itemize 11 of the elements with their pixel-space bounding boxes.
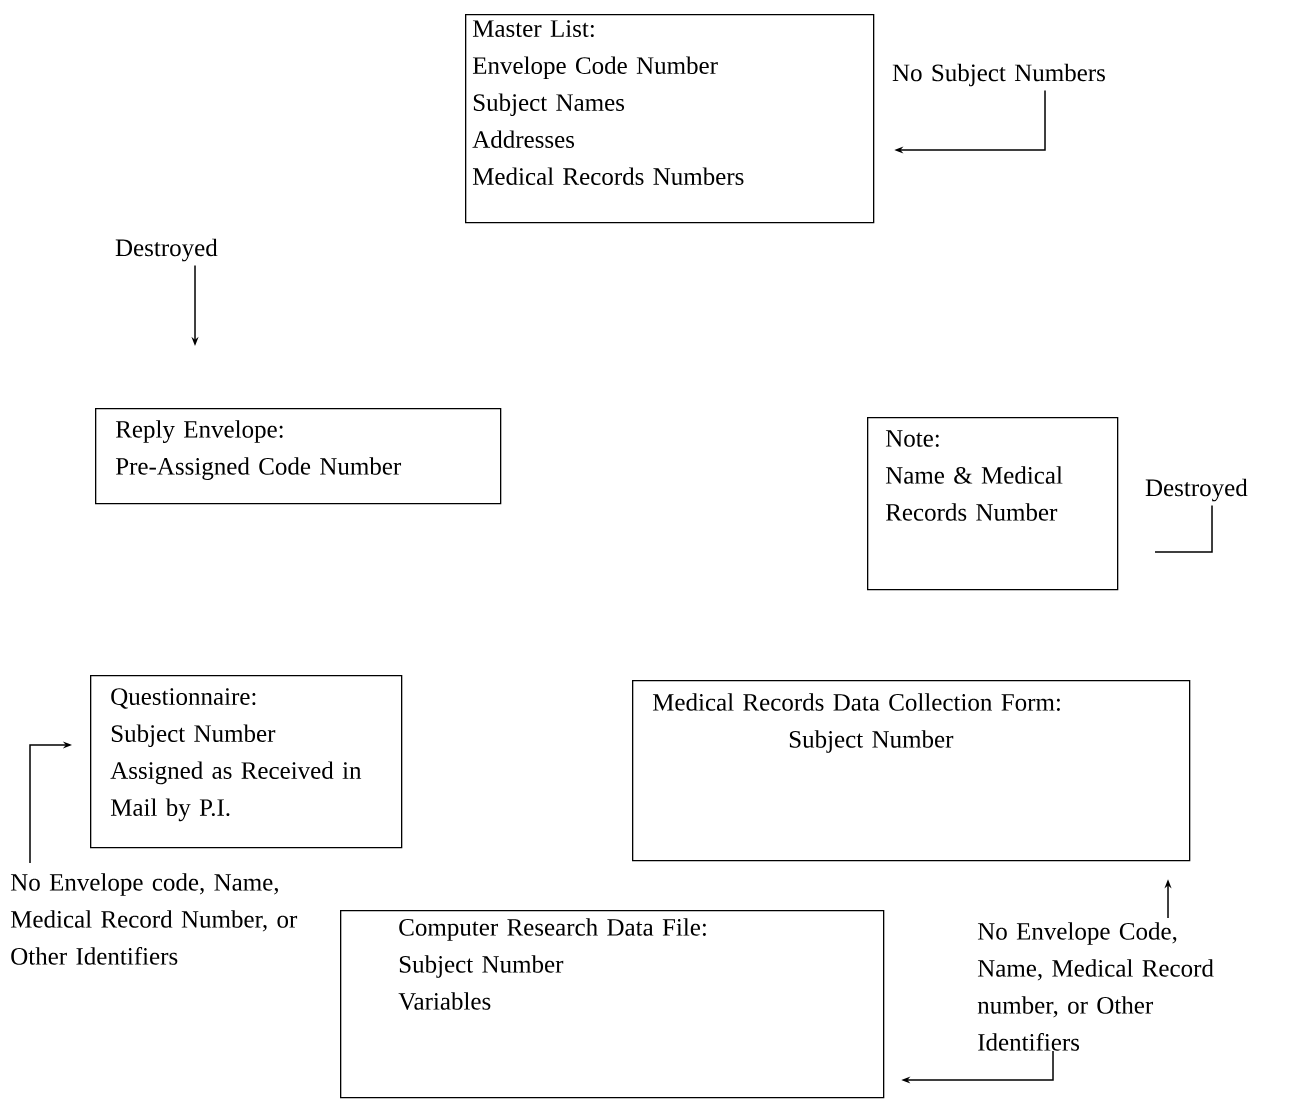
record-box: Reply Envelope: Pre-Assigned Code Number [95, 408, 502, 505]
note-text: Destroyed [115, 238, 218, 262]
record-box: Computer Research Data File: Subject Number Variables [340, 910, 885, 1099]
note-text: No Envelope Code, Name, Medical Record number, or Other Identifiers [977, 922, 1214, 1051]
note-text: No Subject Numbers [892, 63, 1105, 87]
note-text: Destroyed [1145, 478, 1248, 502]
record-box: Medical Records Data Collection Form: Subject Number [632, 680, 1191, 862]
record-box: Note: Name & Medical Records Number [867, 417, 1119, 591]
note-text: No Envelope code, Name, Medical Record Number, or Other Identifiers [10, 873, 298, 965]
record-box: Master List: Envelope Code Number Subject Names Addresses Medical Records Numbers [465, 14, 875, 224]
record-box: Questionnaire: Subject Number Assigned as Received in Mail by P.I. [90, 675, 403, 849]
